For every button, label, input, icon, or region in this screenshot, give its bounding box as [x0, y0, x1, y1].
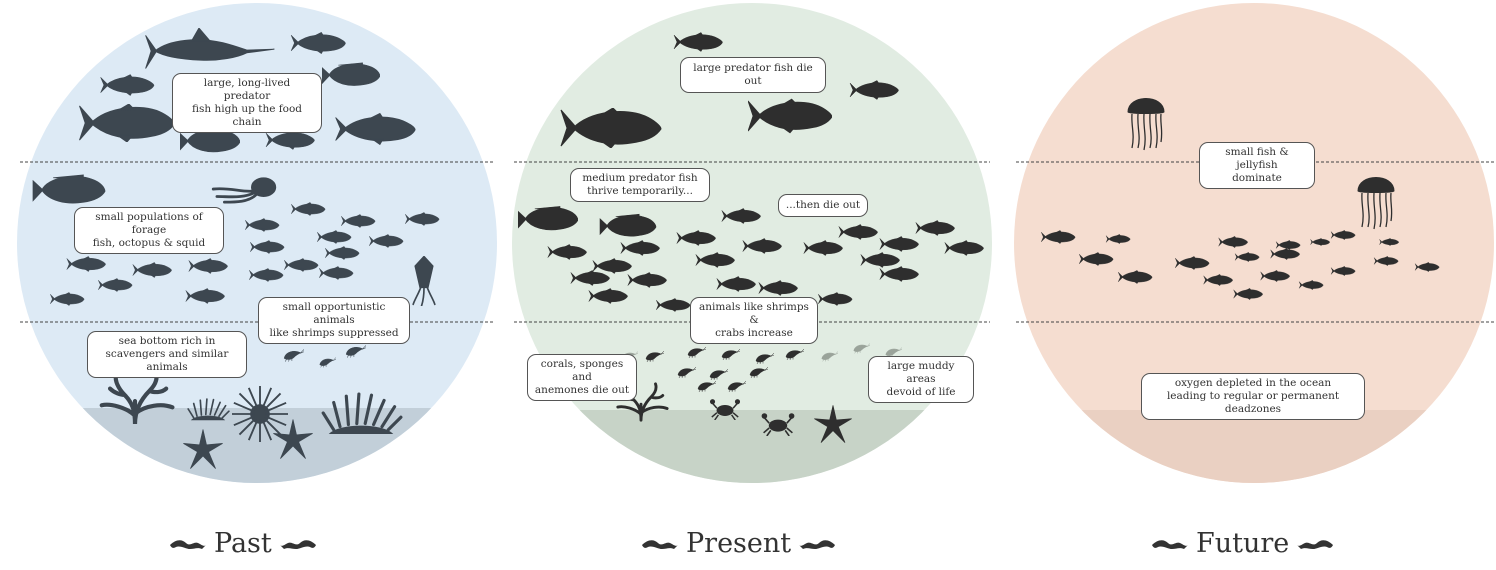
label-line: oxygen depleted in the ocean	[1150, 377, 1356, 390]
past-predator-label: large, long-lived predator fish high up …	[172, 73, 322, 133]
label-line: like shrimps suppressed	[267, 327, 401, 340]
label-line: large muddy areas	[873, 360, 969, 386]
present-coral-label: corals, sponges and anemones die out	[527, 354, 637, 401]
label-line: leading to regular or permanent deadzone…	[1150, 390, 1356, 416]
past-title: Past	[168, 528, 318, 559]
present-title: Present	[640, 528, 837, 559]
label-line: crabs increase	[699, 327, 809, 340]
future-panel	[1010, 3, 1496, 500]
label-line: small populations of forage	[83, 211, 215, 237]
label-line: large, long-lived predator	[181, 77, 313, 103]
label-line: medium predator fish	[579, 172, 701, 185]
flourish-right-icon	[797, 537, 837, 551]
label-line: dominate	[1208, 172, 1306, 185]
future-sea-floor	[1010, 410, 1496, 500]
label-line: fish, octopus & squid	[83, 237, 215, 250]
label-line: devoid of life	[873, 386, 969, 399]
future-title: Future	[1150, 528, 1335, 559]
future-title-text: Future	[1196, 528, 1289, 559]
label-line: fish high up the food chain	[181, 103, 313, 129]
flourish-left-icon	[1150, 537, 1190, 551]
label-line: thrive temporarily...	[579, 185, 701, 198]
label-line: scavengers and similar animals	[96, 348, 238, 374]
present-muddy-label: large muddy areas devoid of life	[868, 356, 974, 403]
present-die-out-label: ...then die out	[778, 194, 868, 217]
past-sea-bottom-label: sea bottom rich in scavengers and simila…	[87, 331, 247, 378]
present-predator-label: large predator fish die out	[680, 57, 826, 93]
label-line: large predator fish die out	[687, 62, 819, 88]
flourish-right-icon	[278, 537, 318, 551]
label-line: ...then die out	[785, 199, 861, 212]
label-line: small fish & jellyfish	[1208, 146, 1306, 172]
present-sea-floor	[500, 410, 1020, 500]
present-shrimp-crab-label: animals like shrimps & crabs increase	[690, 297, 818, 344]
flourish-left-icon	[168, 537, 208, 551]
flourish-left-icon	[640, 537, 680, 551]
present-medium-predator-label: medium predator fish thrive temporarily.…	[570, 168, 710, 202]
future-oxygen-label: oxygen depleted in the ocean leading to …	[1141, 373, 1365, 420]
present-title-text: Present	[686, 528, 791, 559]
label-line: animals like shrimps &	[699, 301, 809, 327]
flourish-right-icon	[1295, 537, 1335, 551]
label-line: sea bottom rich in	[96, 335, 238, 348]
label-line: small opportunistic animals	[267, 301, 401, 327]
past-opportunistic-label: small opportunistic animals like shrimps…	[258, 297, 410, 344]
label-line: anemones die out	[532, 384, 632, 397]
label-line: corals, sponges and	[532, 358, 632, 384]
past-title-text: Past	[214, 528, 272, 559]
past-forage-label: small populations of forage fish, octopu…	[74, 207, 224, 254]
future-dominate-label: small fish & jellyfish dominate	[1199, 142, 1315, 189]
